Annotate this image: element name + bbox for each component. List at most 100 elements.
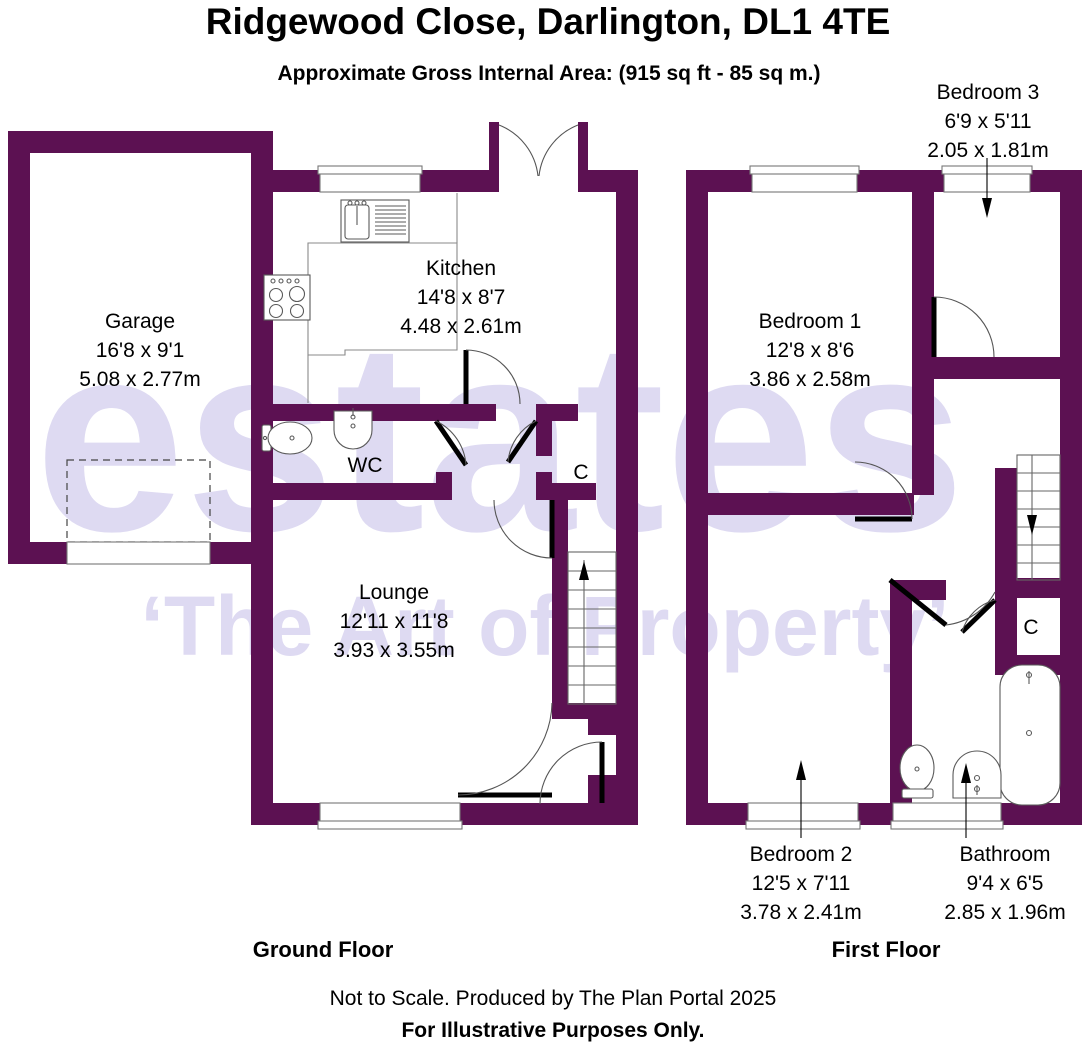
ground-floor-stairs [567, 551, 617, 705]
lounge-door-swing-b [457, 702, 553, 796]
room-label-bed3-imperial: 6'9 x 5'11 [944, 110, 1031, 133]
ground-floor-windows [66, 165, 463, 830]
wall-garage-left [8, 131, 30, 564]
hall-door-swing [539, 741, 603, 805]
ground-floor-plan: Garage 16'8 x 9'1 5.08 x 2.77m Kitchen 1… [8, 122, 638, 962]
watermark: estates ‘The Art of Property’ [35, 287, 966, 673]
entry-door-swing-left [498, 124, 539, 177]
room-label-kitchen-imperial: 14'8 x 8'7 [417, 286, 506, 309]
window-lounge-sill [317, 820, 463, 830]
wall-stair-stub [588, 715, 616, 735]
wc-basin-plug [350, 423, 356, 429]
room-label-bed2-metric: 3.78 x 2.41m [740, 901, 861, 924]
room-label-bathroom-imperial: 9'4 x 6'5 [967, 872, 1044, 895]
wall-stairwell-bottom [995, 578, 1060, 598]
room-label-bed1-imperial: 12'8 x 8'6 [766, 339, 855, 362]
wc-toilet-mark [289, 435, 295, 441]
room-label-bed2-name: Bedroom 2 [750, 843, 853, 866]
room-label-garage-imperial: 16'8 x 9'1 [96, 339, 185, 362]
wall-main-right-lower [616, 525, 638, 825]
first-floor-leaders [796, 158, 992, 838]
window-bathroom-sill [890, 820, 1004, 830]
room-label-wc: WC [348, 454, 383, 477]
room-label-bed1-name: Bedroom 1 [759, 310, 862, 333]
hob-knob-3 [286, 278, 292, 284]
room-label-ff-cupboard: C [1023, 616, 1038, 639]
room-label-bed3-name: Bedroom 3 [937, 81, 1040, 104]
wall-wc-top-left [251, 404, 331, 421]
bed2-leader-arrow [796, 760, 806, 780]
room-label-cupboard: C [573, 461, 588, 484]
wall-ff-top-left [686, 170, 754, 192]
wall-wc-door-jamb [436, 472, 452, 500]
wall-ff-top-mid [855, 170, 945, 192]
wall-main-bottom-right [458, 803, 638, 825]
room-label-bed3-metric: 2.05 x 1.81m [927, 139, 1048, 162]
wall-kitchen-top-right [420, 170, 492, 192]
wall-entry-recess-left [489, 122, 499, 192]
bed2-door-leaf [888, 578, 948, 627]
ground-floor-caption: Ground Floor [253, 937, 394, 962]
wall-wc-bottom [251, 483, 436, 500]
lounge-door-swing-a [493, 499, 553, 559]
hob-knob-4 [294, 278, 300, 284]
bathroom-toilet-mark [914, 766, 920, 772]
footer-line2: For Illustrative Purposes Only. [401, 1019, 704, 1042]
wall-main-left-lower [251, 564, 273, 825]
footer-line1: Not to Scale. Produced by The Plan Porta… [330, 987, 777, 1010]
wc-door-swing [435, 420, 467, 466]
wall-main-right-upper [616, 170, 638, 525]
wc-door-leaf [433, 419, 469, 467]
kitchen-sink-unit [340, 199, 410, 243]
bed2-door-swing [945, 591, 996, 626]
bathroom-basin [952, 750, 1002, 799]
room-label-lounge-metric: 3.93 x 3.55m [333, 639, 454, 662]
window-garage-bottom [66, 541, 211, 565]
bathroom-fixtures [899, 664, 1061, 806]
cupboard-door-leaf [505, 419, 539, 464]
wall-kitchen-top-left [251, 170, 323, 192]
room-label-garage-metric: 5.08 x 2.77m [79, 368, 200, 391]
wall-garage-top [8, 131, 273, 153]
wall-ff-left [686, 170, 708, 825]
page-subtitle: Approximate Gross Internal Area: (915 sq… [277, 62, 820, 85]
room-label-garage-name: Garage [105, 310, 175, 333]
wall-bathroom-top-left [890, 580, 946, 600]
garage-door-dashed [66, 459, 211, 543]
room-label-bed2-imperial: 12'5 x 7'11 [752, 872, 851, 895]
room-label-lounge-name: Lounge [359, 581, 429, 604]
wall-stair-left [552, 500, 568, 715]
ff-cupboard-door-swing [961, 599, 996, 633]
wall-ff-bottom-mid [855, 803, 895, 825]
wall-main-bottom-left [251, 803, 323, 825]
bathroom-toilet-cistern [901, 788, 934, 799]
wall-bed1-right-jamb [912, 345, 934, 365]
first-floor-plan: Bedroom 1 12'8 x 8'6 3.86 x 2.58m Bedroo… [686, 81, 1082, 962]
hob-knob-1 [270, 278, 276, 284]
ff-stair-block [1016, 454, 1061, 581]
ff-stair-down-arrow [1027, 515, 1037, 535]
sink-drainer [375, 205, 406, 235]
wc-fixtures [261, 408, 373, 455]
wall-bed1-right-lower [912, 365, 934, 495]
wc-basin [333, 410, 373, 450]
window-kitchen-sill [317, 165, 423, 175]
first-floor-doors [854, 296, 997, 634]
watermark-line1: estates [35, 287, 966, 588]
room-label-lounge-imperial: 12'11 x 11'8 [340, 610, 449, 633]
wall-ff-right [1060, 170, 1082, 825]
header: Ridgewood Close, Darlington, DL1 4TE App… [206, 1, 891, 85]
sink-tap-mid [354, 200, 360, 206]
cupboard-door-swing [507, 420, 537, 463]
kitchen-fixtures [263, 193, 458, 403]
hob-knob-2 [278, 278, 284, 284]
bath-plug [1025, 729, 1033, 737]
window-bed2-sill [745, 820, 861, 830]
hob-ring-1 [268, 287, 284, 303]
room-label-bathroom-name: Bathroom [959, 843, 1050, 866]
hob-ring-3 [268, 303, 284, 319]
first-floor-windows [745, 165, 1033, 830]
wall-stairwell-left [995, 468, 1017, 598]
bed3-door-swing [933, 296, 995, 358]
